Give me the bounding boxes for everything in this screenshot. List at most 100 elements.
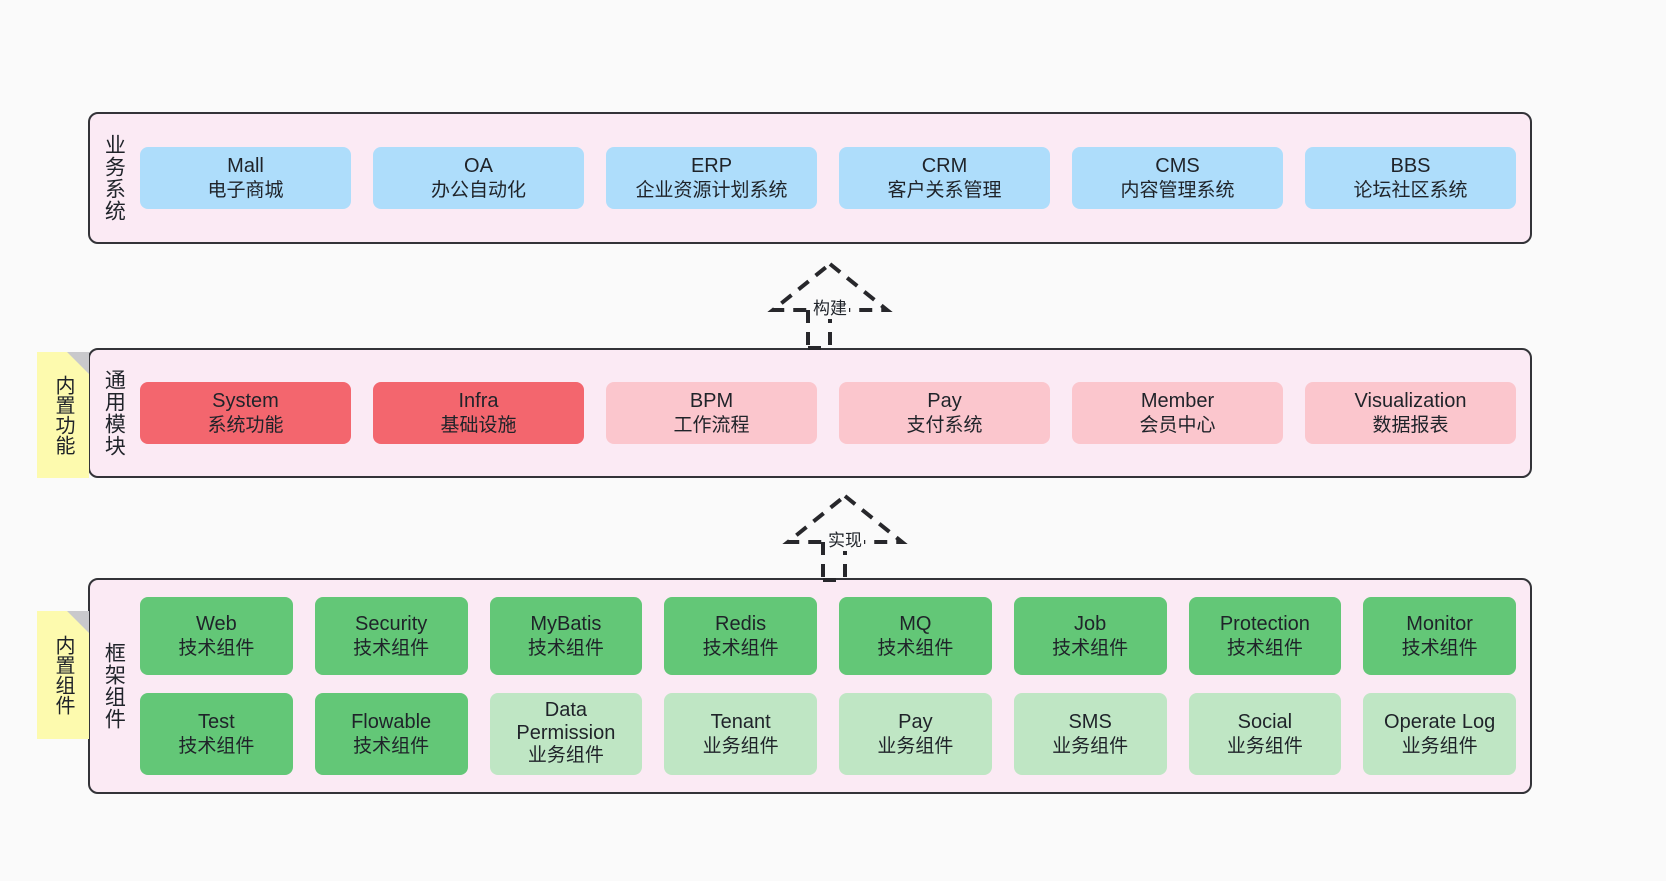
- module-card-subtitle: 技术组件: [702, 637, 779, 659]
- module-card-subtitle: 支付系统: [906, 414, 983, 436]
- module-card-title: ERP: [690, 154, 733, 177]
- module-card-subtitle: 技术组件: [178, 637, 255, 659]
- common-modules-row: System 系统功能 Infra 基础设施 BPM 工作流程 Pay 支付系统…: [140, 381, 1516, 445]
- folded-corner-icon: [67, 352, 89, 374]
- module-card-subtitle: 技术组件: [877, 637, 954, 659]
- module-card-subtitle: 业务组件: [702, 735, 779, 757]
- module-card-title: Operate Log: [1384, 710, 1496, 733]
- framework-business-components-row: Test 技术组件 Flowable 技术组件 Data Permission …: [140, 693, 1516, 775]
- module-card-title: System: [212, 389, 279, 412]
- module-card-title: Data Permission: [516, 699, 616, 744]
- module-card-test[interactable]: Test 技术组件: [140, 693, 293, 775]
- connector-build-label: 构建: [811, 294, 849, 319]
- module-card-title: CMS: [1155, 154, 1200, 177]
- module-card-subtitle: 内容管理系统: [1120, 179, 1235, 201]
- module-card-subtitle: 工作流程: [673, 414, 750, 436]
- module-card-subtitle: 技术组件: [178, 735, 255, 757]
- module-card-title: Social: [1237, 710, 1293, 733]
- module-card-redis[interactable]: Redis 技术组件: [664, 597, 817, 675]
- sticky-note-label: 内置功能: [52, 375, 74, 455]
- module-card-operate-log[interactable]: Operate Log 业务组件: [1363, 693, 1516, 775]
- module-card-title: OA: [464, 154, 493, 177]
- module-card-mq[interactable]: MQ 技术组件: [839, 597, 992, 675]
- layer-business-systems-label: 业务系统: [102, 134, 126, 222]
- module-card-title: Infra: [458, 389, 499, 412]
- module-card-title: Flowable: [351, 710, 432, 733]
- module-card-title: Visualization: [1354, 389, 1467, 412]
- module-card-pay[interactable]: Pay 支付系统: [839, 381, 1050, 445]
- module-card-visualization[interactable]: Visualization 数据报表: [1305, 381, 1516, 445]
- module-card-title: Test: [198, 710, 235, 733]
- module-card-data-permission[interactable]: Data Permission 业务组件: [489, 693, 643, 775]
- connector-build: 构建: [745, 258, 915, 350]
- module-card-title: Monitor: [1406, 612, 1473, 635]
- module-card-subtitle: 业务组件: [1052, 735, 1129, 757]
- module-card-subtitle: 数据报表: [1372, 414, 1449, 436]
- module-card-member[interactable]: Member 会员中心: [1072, 381, 1283, 445]
- module-card-monitor[interactable]: Monitor 技术组件: [1363, 597, 1516, 675]
- module-card-subtitle: 技术组件: [353, 637, 430, 659]
- module-card-subtitle: 会员中心: [1139, 414, 1216, 436]
- folded-corner-icon: [67, 611, 89, 633]
- module-card-bbs[interactable]: BBS 论坛社区系统: [1305, 146, 1516, 210]
- module-card-crm[interactable]: CRM 客户关系管理: [839, 146, 1050, 210]
- module-card-subtitle: 企业资源计划系统: [635, 179, 788, 201]
- module-card-pay-business[interactable]: Pay 业务组件: [839, 693, 992, 775]
- business-systems-row: Mall 电子商城 OA 办公自动化 ERP 企业资源计划系统 CRM 客户关系…: [140, 146, 1516, 210]
- module-card-mybatis[interactable]: MyBatis 技术组件: [489, 597, 643, 675]
- module-card-sms[interactable]: SMS 业务组件: [1013, 693, 1167, 775]
- module-card-subtitle: 技术组件: [1401, 637, 1478, 659]
- module-card-title: MyBatis: [530, 612, 602, 635]
- module-card-title: BPM: [689, 389, 734, 412]
- module-card-subtitle: 业务组件: [1226, 735, 1303, 757]
- sticky-note-builtin-features: 内置功能: [37, 352, 89, 478]
- module-card-subtitle: 业务组件: [877, 735, 954, 757]
- module-card-subtitle: 技术组件: [1052, 637, 1129, 659]
- module-card-protection[interactable]: Protection 技术组件: [1188, 597, 1342, 675]
- module-card-subtitle: 电子商城: [207, 179, 284, 201]
- module-card-subtitle: 基础设施: [440, 414, 517, 436]
- module-card-title: Pay: [898, 710, 933, 733]
- module-card-system[interactable]: System 系统功能: [140, 381, 351, 445]
- module-card-title: Pay: [927, 389, 962, 412]
- module-card-subtitle: 客户关系管理: [887, 179, 1002, 201]
- module-card-subtitle: 技术组件: [353, 735, 430, 757]
- framework-tech-components-row: Web 技术组件 Security 技术组件 MyBatis 技术组件 Redi…: [140, 597, 1516, 675]
- layer-common-modules: 通用模块 System 系统功能 Infra 基础设施 BPM 工作流程 Pay…: [88, 348, 1532, 478]
- module-card-bpm[interactable]: BPM 工作流程: [606, 381, 817, 445]
- module-card-subtitle: 论坛社区系统: [1353, 179, 1468, 201]
- module-card-subtitle: 办公自动化: [430, 179, 526, 201]
- layer-common-modules-label: 通用模块: [102, 369, 126, 457]
- module-card-title: Web: [195, 612, 237, 635]
- module-card-cms[interactable]: CMS 内容管理系统: [1072, 146, 1283, 210]
- connector-implement-label: 实现: [826, 526, 864, 551]
- module-card-security[interactable]: Security 技术组件: [314, 597, 468, 675]
- module-card-job[interactable]: Job 技术组件: [1013, 597, 1167, 675]
- module-card-oa[interactable]: OA 办公自动化: [373, 146, 584, 210]
- module-card-subtitle: 业务组件: [1401, 735, 1478, 757]
- module-card-title: Job: [1074, 612, 1107, 635]
- module-card-tenant[interactable]: Tenant 业务组件: [664, 693, 817, 775]
- module-card-title: SMS: [1068, 710, 1112, 733]
- module-card-title: CRM: [921, 154, 968, 177]
- module-card-title: MQ: [899, 612, 932, 635]
- layer-common-modules-body: System 系统功能 Infra 基础设施 BPM 工作流程 Pay 支付系统…: [136, 350, 1530, 476]
- module-card-mall[interactable]: Mall 电子商城: [140, 146, 351, 210]
- module-card-title: Redis: [715, 612, 767, 635]
- layer-business-systems-body: Mall 电子商城 OA 办公自动化 ERP 企业资源计划系统 CRM 客户关系…: [136, 114, 1530, 242]
- module-card-social[interactable]: Social 业务组件: [1188, 693, 1342, 775]
- module-card-subtitle: 系统功能: [207, 414, 284, 436]
- module-card-title: Security: [355, 612, 428, 635]
- module-card-title: Protection: [1219, 612, 1310, 635]
- module-card-subtitle: 技术组件: [527, 637, 604, 659]
- module-card-web[interactable]: Web 技术组件: [140, 597, 293, 675]
- module-card-flowable[interactable]: Flowable 技术组件: [314, 693, 468, 775]
- sticky-note-builtin-components: 内置组件: [37, 611, 89, 739]
- module-card-erp[interactable]: ERP 企业资源计划系统: [606, 146, 817, 210]
- sticky-note-label: 内置组件: [52, 635, 74, 715]
- module-card-infra[interactable]: Infra 基础设施: [373, 381, 584, 445]
- layer-framework-components: 框架组件 Web 技术组件 Security 技术组件 MyBatis 技术组件…: [88, 578, 1532, 794]
- layer-business-systems: 业务系统 Mall 电子商城 OA 办公自动化 ERP 企业资源计划系统 CRM…: [88, 112, 1532, 244]
- module-card-title: Tenant: [710, 710, 771, 733]
